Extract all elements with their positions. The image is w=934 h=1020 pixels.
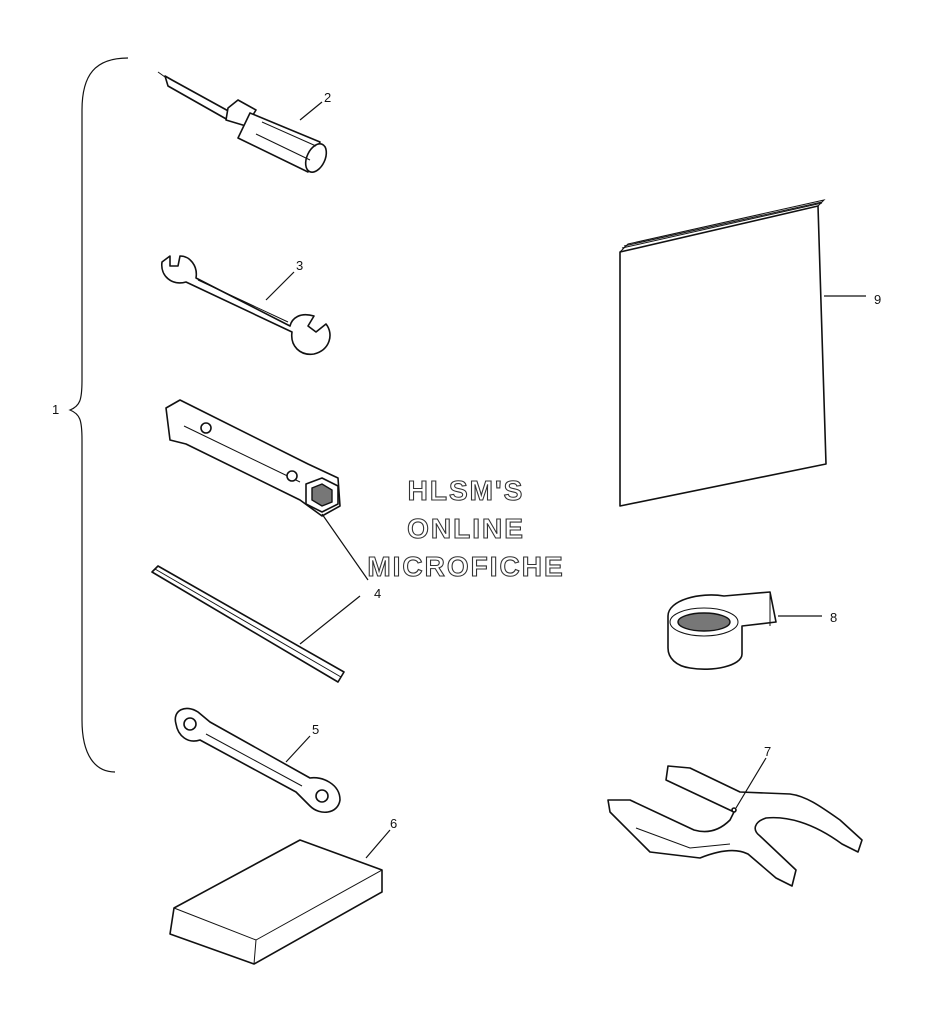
leader-2 [299,101,323,121]
box-wrench-part [165,399,341,517]
callout-4: 4 [374,586,381,601]
callout-2: 2 [324,90,331,105]
open-end-wrench-part [161,255,331,356]
callout-7: 7 [764,744,771,759]
callout-3: 3 [296,258,303,273]
leader-6 [365,829,391,859]
spreader-tool-part [607,765,863,887]
screwdriver-part [157,71,328,173]
watermark-line-1: HLSM'S [408,475,525,506]
tool-pouch-part [169,839,383,965]
callout-9: 9 [874,292,881,307]
callout-5: 5 [312,722,319,737]
callout-1: 1 [52,402,59,417]
watermark-line-3: MICROFICHE [367,551,564,582]
leader-7 [735,757,767,809]
leader-4-upper [321,513,369,581]
manual-part [619,199,827,507]
callout-6: 6 [390,816,397,831]
callout-8: 8 [830,610,837,625]
group-brace [68,57,129,773]
leader-3 [265,271,295,301]
leader-5 [285,735,311,763]
watermark: HLSM'S ONLINE MICROFICHE [367,474,564,582]
leader-4-lower [299,595,361,645]
tommy-bar-part [151,565,345,683]
ring-wrench-part [174,707,341,813]
strap-roll-part [667,591,777,671]
watermark-line-2: ONLINE [407,513,525,544]
